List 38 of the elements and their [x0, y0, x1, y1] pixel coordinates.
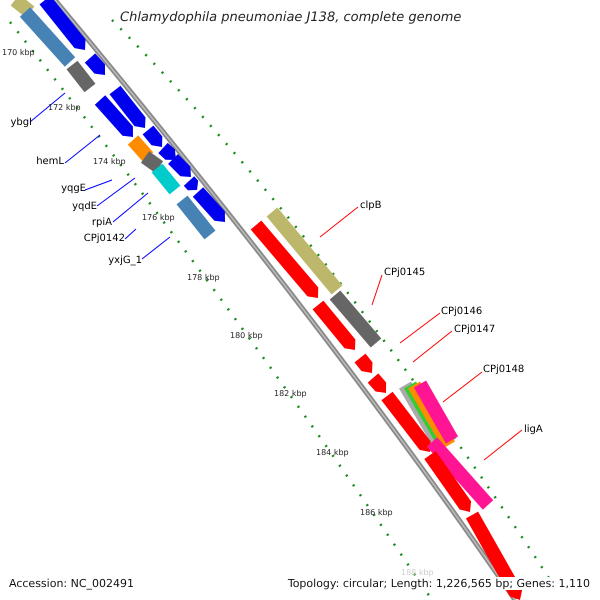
- tick-label: 176 kbp: [142, 214, 175, 222]
- gene-label: rpiA: [92, 218, 112, 228]
- gene-label: yxjG_1: [108, 256, 142, 266]
- leader-line: [484, 430, 522, 460]
- leader-line: [320, 206, 358, 238]
- tick-label: 172 kbp: [48, 104, 81, 112]
- tick-label: 184 kbp: [316, 449, 349, 457]
- leader-line: [372, 274, 382, 306]
- leader-line: [30, 92, 66, 122]
- leader-line: [84, 180, 112, 190]
- tick-label: 180 kbp: [230, 332, 263, 340]
- tick-label: 170 kbp: [2, 49, 35, 57]
- tick-label: 178 kbp: [187, 274, 220, 282]
- leader-line: [112, 192, 148, 222]
- leader-line: [124, 228, 136, 240]
- leader-line: [96, 178, 136, 206]
- gene-label: CPj0146: [441, 307, 482, 317]
- leader-line: [400, 312, 440, 344]
- leader-line: [142, 236, 170, 260]
- leader-line: [64, 134, 100, 164]
- gene-label: yqdE: [72, 202, 97, 212]
- accession-note: Accession: NC_002491: [9, 577, 134, 590]
- gene-label: hemL: [36, 157, 64, 167]
- leader-line: [442, 372, 482, 402]
- gene-label: yqgE: [61, 184, 86, 194]
- gene-label: CPj0145: [384, 268, 426, 278]
- genome-summary: Topology: circular; Length: 1,226,565 bp; Genes: 1,110: [288, 577, 590, 590]
- gene-label: CPj0148: [483, 365, 524, 375]
- map-title: Chlamydophila pneumoniae J138, complete genome: [120, 11, 462, 24]
- gene-label: clpB: [360, 201, 382, 211]
- gene-label: ligA: [524, 425, 543, 435]
- tick-label: 182 kbp: [274, 390, 307, 398]
- gene-label: CPj0142: [84, 234, 125, 244]
- tick-label: 186 kbp: [360, 509, 393, 517]
- tick-label: 174 kbp: [93, 158, 126, 166]
- gene-label: CPj0147: [454, 325, 496, 335]
- gene-label: ybgI: [10, 118, 32, 128]
- leader-line: [412, 330, 452, 362]
